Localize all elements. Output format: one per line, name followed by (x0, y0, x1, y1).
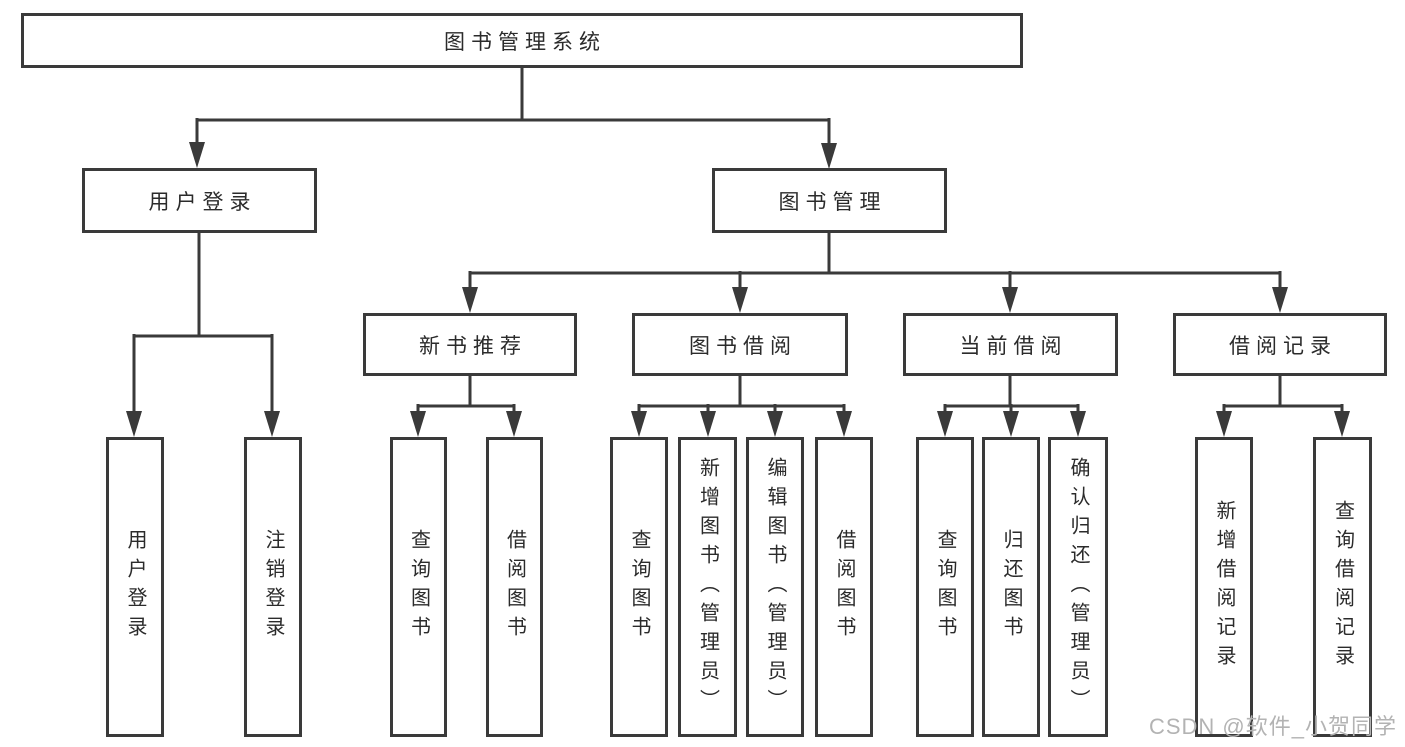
node-label: 用户登录 (148, 190, 257, 214)
leaf-query-book-borrow: 查询图书 (610, 437, 668, 737)
node-system-root: 图书管理系统 (21, 13, 1023, 68)
leaf-user-login: 用户登录 (106, 437, 164, 737)
node-book-borrow: 图书借阅 (632, 313, 848, 376)
leaf-return-book: 归还图书 (982, 437, 1040, 737)
leaf-add-borrow-record: 新增借阅记录 (1195, 437, 1253, 737)
node-label: 新增图书（管理员） (696, 456, 719, 718)
leaf-logout: 注销登录 (244, 437, 302, 737)
leaf-edit-book-admin: 编辑图书（管理员） (746, 437, 804, 737)
node-book-management: 图书管理 (712, 168, 947, 233)
leaf-confirm-return-admin: 确认归还（管理员） (1048, 437, 1108, 737)
node-borrow-records: 借阅记录 (1173, 313, 1387, 376)
node-label: 编辑图书（管理员） (764, 456, 786, 718)
node-label: 图书管理 (778, 190, 887, 214)
node-label: 图书管理系统 (444, 30, 606, 54)
node-new-book-recommend: 新书推荐 (363, 313, 577, 376)
node-user-login: 用户登录 (82, 168, 317, 233)
node-label: 查询借阅记录 (1331, 500, 1354, 674)
node-label: 新增借阅记录 (1213, 500, 1235, 674)
node-label: 借阅图书 (833, 529, 855, 645)
node-label: 查询图书 (628, 529, 650, 645)
leaf-borrow-book: 借阅图书 (815, 437, 873, 737)
node-label: 借阅图书 (503, 529, 526, 645)
csdn-watermark: CSDN @软件_小贺同学 (1148, 714, 1397, 739)
node-label: 查询图书 (934, 529, 956, 645)
arrowheads (126, 142, 1350, 437)
node-label: 借阅记录 (1229, 334, 1337, 358)
leaf-borrow-book-recommend: 借阅图书 (486, 437, 543, 737)
leaf-query-book-recommend: 查询图书 (390, 437, 447, 737)
node-label: 归还图书 (1000, 529, 1022, 645)
node-label: 图书借阅 (689, 334, 797, 358)
node-label: 确认归还（管理员） (1067, 456, 1089, 718)
node-label: 当前借阅 (959, 334, 1068, 358)
node-label: 新书推荐 (419, 334, 527, 358)
node-label: 注销登录 (262, 529, 284, 645)
node-current-borrow: 当前借阅 (903, 313, 1118, 376)
node-label: 用户登录 (124, 529, 146, 645)
leaf-query-book-current: 查询图书 (916, 437, 974, 737)
leaf-query-borrow-record: 查询借阅记录 (1313, 437, 1372, 737)
node-label: 查询图书 (407, 529, 430, 645)
leaf-add-book-admin: 新增图书（管理员） (678, 437, 737, 737)
